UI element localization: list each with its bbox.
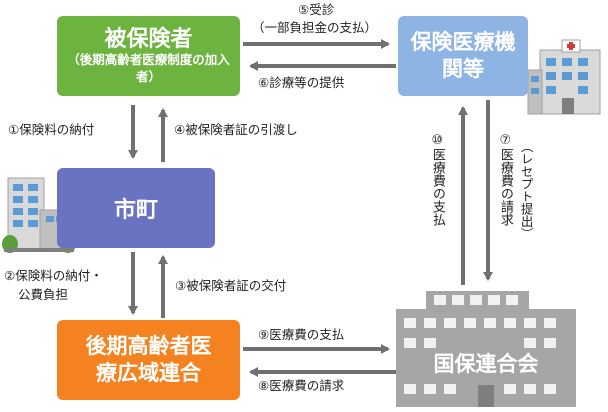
- flow-9-label: ⑨医療費の支払: [258, 327, 345, 342]
- city-title: 市町: [113, 198, 158, 223]
- medical-institution-title: 保険医療機関等: [410, 29, 516, 81]
- flow-7-note: （レセプト提出）: [517, 140, 535, 240]
- insured-title: 被保険者: [104, 27, 193, 53]
- insured-box: 被保険者 （後期高齢者医療制度の加入者）: [57, 16, 240, 96]
- city-box: 市町: [57, 168, 215, 248]
- kokuho-box: 国保連合会: [396, 348, 576, 378]
- flow-10-text: ⑩医療費の支払: [429, 133, 445, 226]
- flow-2-label: ②保険料の納付・: [4, 268, 103, 283]
- union-title: 後期高齢者医療広域連合: [85, 333, 212, 385]
- union-box: 後期高齢者医療広域連合: [57, 320, 240, 400]
- kokuho-building: [396, 291, 576, 407]
- flow-2-label-second: 公費負担: [18, 287, 69, 302]
- flow-3-label: ③被保険者証の交付: [175, 278, 287, 293]
- kokuho-title: 国保連合会: [433, 352, 539, 376]
- flow-7-note-text: （レセプト提出）: [518, 140, 534, 240]
- medical-institution-box: 保険医療機関等: [398, 16, 528, 96]
- flow-6-label: ⑥診療等の提供: [258, 75, 345, 90]
- insured-subtitle: （後期高齢者医療制度の加入者）: [67, 52, 230, 84]
- flow-1-label: ①保険料の納付: [8, 122, 95, 137]
- flow-4-label: ④被保険者証の引渡し: [174, 122, 298, 137]
- flow-5-note: （一部負担金の支払）: [252, 20, 378, 35]
- flow-5-label: ⑤受診: [298, 2, 335, 17]
- hospital-building-icon: [527, 39, 601, 115]
- flow-7-text: ⑦医療費の請求: [497, 133, 513, 226]
- flow-8-label: ⑧医療費の請求: [258, 378, 345, 393]
- flow-7-label: ⑦医療費の請求: [496, 133, 514, 226]
- flow-10-label: ⑩医療費の支払: [428, 133, 446, 226]
